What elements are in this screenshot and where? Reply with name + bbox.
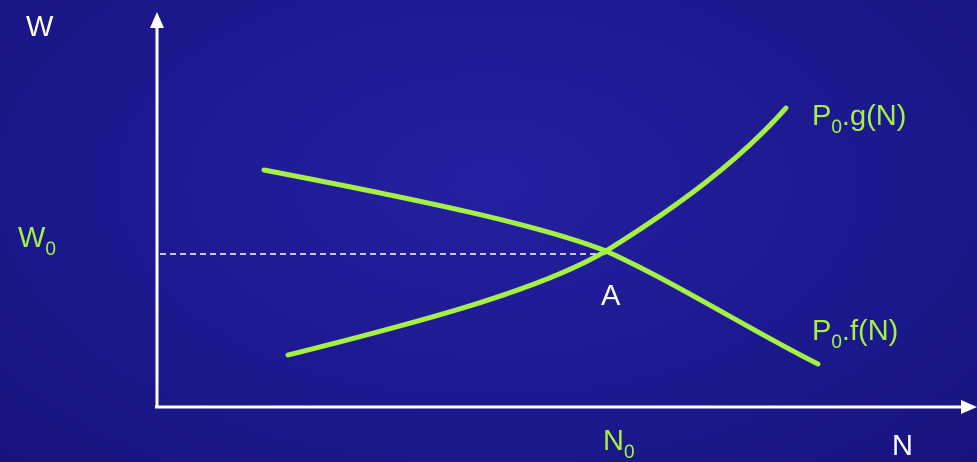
w0-label-sub: 0	[45, 239, 56, 260]
curve-g-label: P0.g(N)	[812, 100, 906, 138]
curve-f	[261, 167, 821, 367]
curve-f-label-prefix: P	[812, 315, 831, 347]
curve-g-label-prefix: P	[812, 100, 831, 132]
curve-f-label-sub: 0	[831, 332, 842, 353]
n0-label-main: N	[603, 425, 624, 457]
x-axis-arrow	[961, 400, 977, 414]
y-axis-arrow	[150, 12, 164, 28]
curve-g-label-sub: 0	[831, 117, 842, 138]
y-axis-label: W	[26, 11, 54, 43]
curve-f-label-suffix: .f(N)	[842, 315, 898, 347]
w0-label-main: W	[18, 222, 46, 254]
curve-g	[285, 105, 789, 358]
curve-g-label-suffix: .g(N)	[842, 100, 906, 132]
curve-f-label: P0.f(N)	[812, 315, 898, 353]
x-axis-label: N	[892, 430, 913, 462]
n0-label-sub: 0	[624, 442, 635, 462]
w0-label: W0	[18, 222, 56, 260]
equilibrium-point-label: A	[601, 280, 621, 312]
n0-label: N0	[603, 425, 635, 462]
